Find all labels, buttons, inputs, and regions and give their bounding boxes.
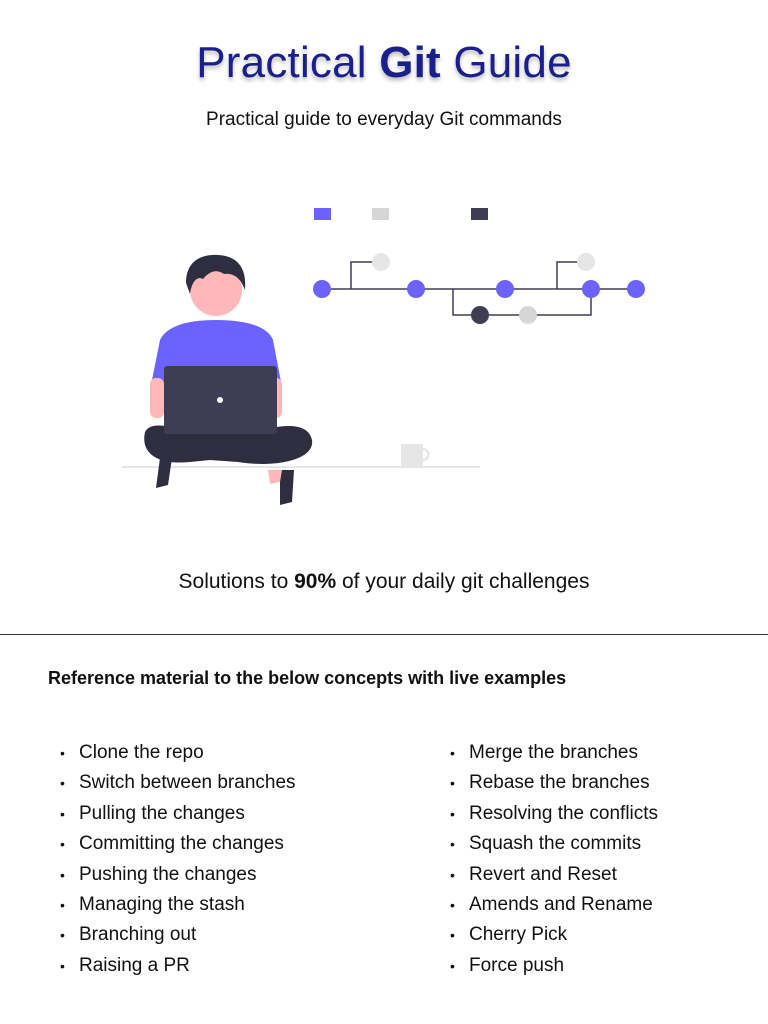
title-part-1: Practical — [196, 38, 380, 87]
person-arm-left — [150, 378, 164, 418]
list-item-label: Cherry Pick — [469, 924, 568, 946]
bullet-icon: • — [450, 896, 455, 913]
list-item-label: Force push — [469, 954, 565, 976]
bullet-icon: • — [60, 805, 65, 822]
bullet-icon: • — [60, 775, 65, 792]
list-item: • Force push — [450, 951, 658, 981]
person-legs — [144, 425, 313, 464]
bullet-icon: • — [450, 805, 455, 822]
mug-handle — [422, 447, 430, 462]
legend-square-gray — [372, 208, 389, 220]
list-item-label: Raising a PR — [79, 954, 190, 976]
commit-node — [313, 280, 331, 298]
list-item: • Raising a PR — [60, 951, 296, 981]
bullet-icon: • — [450, 775, 455, 792]
list-item-label: Managing the stash — [79, 893, 245, 915]
list-item-label: Squash the commits — [469, 833, 642, 855]
bullet-icon: • — [450, 836, 455, 853]
list-item-label: Revert and Reset — [469, 863, 617, 885]
bullet-icon: • — [60, 836, 65, 853]
tagline-before: Solutions to — [178, 570, 295, 593]
list-item: • Branching out — [60, 920, 296, 950]
list-item-label: Branching out — [79, 924, 197, 946]
bullet-icon: • — [60, 896, 65, 913]
commit-node-dark — [471, 306, 489, 324]
list-item: • Clone the repo — [60, 738, 296, 768]
bullet-icon: • — [450, 927, 455, 944]
list-item: • Committing the changes — [60, 829, 296, 859]
commit-node-gray — [577, 253, 595, 271]
list-item-label: Pushing the changes — [79, 863, 257, 885]
list-item: • Switch between branches — [60, 768, 296, 798]
list-item-label: Pulling the changes — [79, 802, 245, 824]
commit-node-gray — [372, 253, 390, 271]
list-item-label: Resolving the conflicts — [469, 802, 659, 824]
list-item-label: Amends and Rename — [469, 893, 653, 915]
list-item-label: Merge the branches — [469, 742, 638, 763]
person-foot-right — [280, 470, 294, 505]
list-item-label: Committing the changes — [79, 833, 284, 855]
bullet-icon: • — [450, 957, 455, 974]
tagline-after: of your daily git challenges — [336, 570, 590, 593]
list-item: • Cherry Pick — [450, 920, 658, 950]
list-item: • Managing the stash — [60, 890, 296, 920]
topic-list-left: • Clone the repo • Switch between branches… — [60, 738, 296, 981]
bullet-icon: • — [60, 745, 65, 761]
reference-heading: Reference material to the below concepts… — [48, 668, 567, 688]
list-item: • Squash the commits — [450, 829, 658, 859]
list-item: • Merge the branches — [450, 738, 658, 768]
person-hair — [186, 254, 246, 294]
page-title: Practical Git Guide — [0, 38, 768, 88]
person-foot-left — [156, 458, 172, 488]
bullet-icon: • — [60, 927, 65, 944]
list-item: • Pushing the changes — [60, 860, 296, 890]
list-item: • Pulling the changes — [60, 799, 296, 829]
bullet-icon: • — [60, 957, 65, 974]
legend-square-purple — [314, 208, 331, 220]
list-item: • Revert and Reset — [450, 860, 658, 890]
branch-line-3 — [556, 261, 586, 289]
legend-square-dark — [471, 208, 488, 220]
commit-node — [582, 280, 600, 298]
commit-node — [496, 280, 514, 298]
list-item: • Amends and Rename — [450, 890, 658, 920]
list-item: • Resolving the conflicts — [450, 799, 658, 829]
tagline-highlight: 90% — [294, 570, 337, 593]
mug-icon — [401, 444, 423, 468]
section-divider — [0, 634, 768, 635]
branch-line-1 — [350, 261, 381, 289]
bullet-icon: • — [450, 745, 455, 761]
tagline: Solutions to 90% of your daily git chall… — [0, 570, 768, 594]
list-item-label: Switch between branches — [79, 772, 296, 794]
page-subtitle: Practical guide to everyday Git commands — [206, 109, 562, 130]
commit-node — [407, 280, 425, 298]
commit-node — [627, 280, 645, 298]
laptop-logo — [217, 397, 223, 403]
title-part-3: Guide — [440, 38, 572, 87]
person-toes — [268, 470, 282, 484]
list-item: • Rebase the branches — [450, 768, 658, 798]
bullet-icon: • — [60, 866, 65, 883]
commit-node-gray — [519, 306, 537, 324]
git-illustration — [122, 208, 645, 505]
topic-list-right: • Merge the branches • Rebase the branches… — [450, 738, 658, 981]
list-item-label: Rebase the branches — [469, 772, 650, 794]
bullet-icon: • — [450, 866, 455, 883]
title-part-2: Git — [379, 38, 441, 87]
list-item-label: Clone the repo — [79, 742, 204, 763]
